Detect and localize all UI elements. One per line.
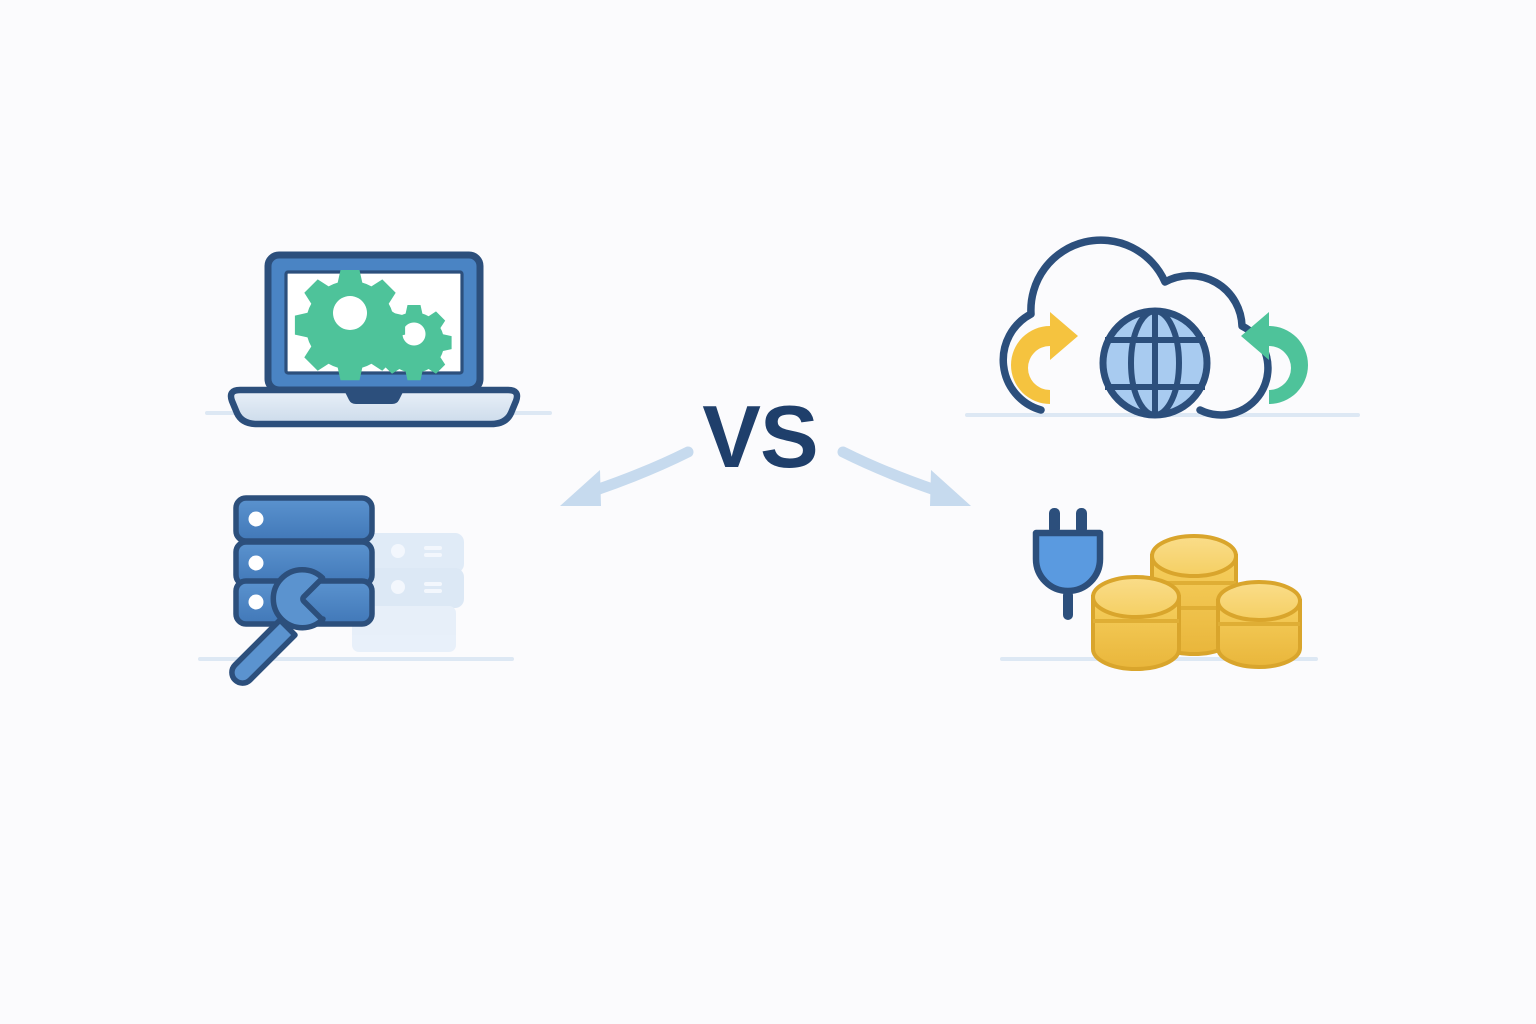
arrow-pointing-right-down bbox=[837, 446, 941, 496]
vs-label: VS bbox=[702, 387, 818, 486]
coin-stack-left-top bbox=[1091, 575, 1181, 619]
cloud-with-globe bbox=[999, 236, 1308, 419]
arrow-head-left bbox=[560, 470, 601, 506]
globe-meridian-side bbox=[1128, 308, 1182, 418]
refresh-arrow-left-icon bbox=[1011, 312, 1078, 404]
server-led-3 bbox=[248, 594, 264, 610]
cloud-icon bbox=[999, 236, 1272, 419]
laptop-trackpad-notch bbox=[344, 390, 404, 404]
plug-cord bbox=[1063, 590, 1073, 620]
gear-small-icon bbox=[376, 305, 452, 381]
wrench-head bbox=[270, 566, 326, 631]
wrench-icon bbox=[229, 566, 326, 686]
divider-line-left-bottom bbox=[198, 657, 514, 661]
globe-icon bbox=[1099, 307, 1211, 419]
arrow-head-right bbox=[930, 470, 971, 506]
center-arrows bbox=[560, 446, 971, 506]
server-led-2 bbox=[248, 555, 264, 571]
power-plug-icon bbox=[1032, 508, 1104, 620]
coin-stack-left bbox=[1091, 575, 1181, 671]
arrow-pointing-left-down bbox=[590, 446, 694, 496]
plug-prong-left bbox=[1049, 508, 1060, 534]
plug-with-coin-stacks bbox=[1032, 508, 1302, 671]
coin-stack-center-top bbox=[1150, 534, 1238, 578]
laptop-base bbox=[227, 386, 521, 428]
plug-prong-right bbox=[1076, 508, 1087, 534]
coin-stack-right bbox=[1216, 580, 1302, 669]
plug-body bbox=[1032, 529, 1104, 595]
server-led-1 bbox=[248, 511, 264, 527]
wrench-handle bbox=[229, 617, 298, 686]
gear-large-icon bbox=[294, 270, 406, 381]
refresh-arrow-right-icon bbox=[1241, 312, 1308, 404]
coin-stack-right-top bbox=[1216, 580, 1302, 622]
server-stack-with-wrench bbox=[229, 495, 464, 686]
laptop-with-gears bbox=[227, 251, 521, 428]
